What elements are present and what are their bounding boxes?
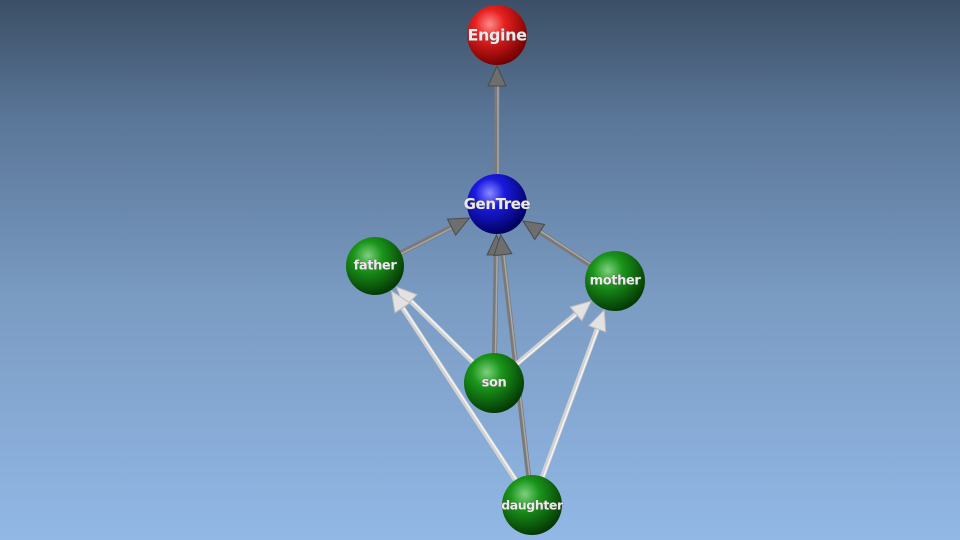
daughter-label: daughter	[501, 498, 564, 513]
edge-shaft	[537, 229, 596, 270]
son-sphere	[464, 353, 524, 413]
father-sphere	[346, 237, 404, 295]
edge-shaft	[491, 252, 499, 360]
arrowhead	[446, 217, 471, 237]
edge-father-to-gentree	[394, 217, 471, 258]
daughter-sphere	[502, 475, 562, 535]
edge-son-to-mother	[511, 300, 593, 369]
edge-shaft-highlight	[514, 314, 578, 368]
daughter-node[interactable]: daughter	[501, 475, 565, 535]
edge-shaft-highlight	[541, 328, 599, 482]
edge-shaft-highlight	[410, 299, 477, 365]
mother-label: mother	[590, 274, 642, 289]
arrowhead	[493, 233, 513, 257]
engine-label: Engine	[467, 26, 527, 45]
edge-shaft-highlight	[494, 254, 498, 358]
father-label: father	[354, 259, 398, 274]
arrowhead	[521, 220, 546, 241]
arrowhead	[390, 290, 411, 314]
edge-shaft	[511, 311, 579, 369]
edge-daughter-to-mother	[538, 308, 607, 484]
edge-shaft	[408, 298, 478, 368]
nodes-layer: Engine GenTree father mother son daughte…	[346, 5, 645, 535]
arrowhead	[487, 64, 507, 87]
father-node[interactable]: father	[346, 237, 404, 295]
engine-node[interactable]: Engine	[467, 5, 528, 65]
edge-shaft	[394, 224, 455, 258]
edge-gentree-to-engine	[487, 64, 507, 181]
son-node[interactable]: son	[464, 353, 524, 413]
gentree-node[interactable]: GenTree	[463, 174, 531, 234]
edge-shaft	[399, 305, 521, 486]
arrowhead	[569, 300, 593, 322]
edge-shaft	[538, 326, 600, 484]
edge-mother-to-gentree	[521, 220, 596, 270]
edge-shaft-highlight	[402, 306, 520, 484]
edge-shaft-highlight	[397, 227, 453, 257]
gentree-sphere	[467, 174, 527, 234]
son-label: son	[482, 376, 507, 391]
edge-daughter-to-father	[390, 290, 521, 486]
engine-sphere	[467, 5, 527, 65]
arrowhead	[587, 308, 607, 333]
mother-sphere	[585, 251, 645, 311]
mother-node[interactable]: mother	[585, 251, 645, 311]
edge-shaft-highlight	[539, 230, 595, 267]
edge-son-to-father	[395, 286, 478, 368]
edges-layer	[390, 64, 607, 486]
gentree-label: GenTree	[464, 195, 531, 213]
